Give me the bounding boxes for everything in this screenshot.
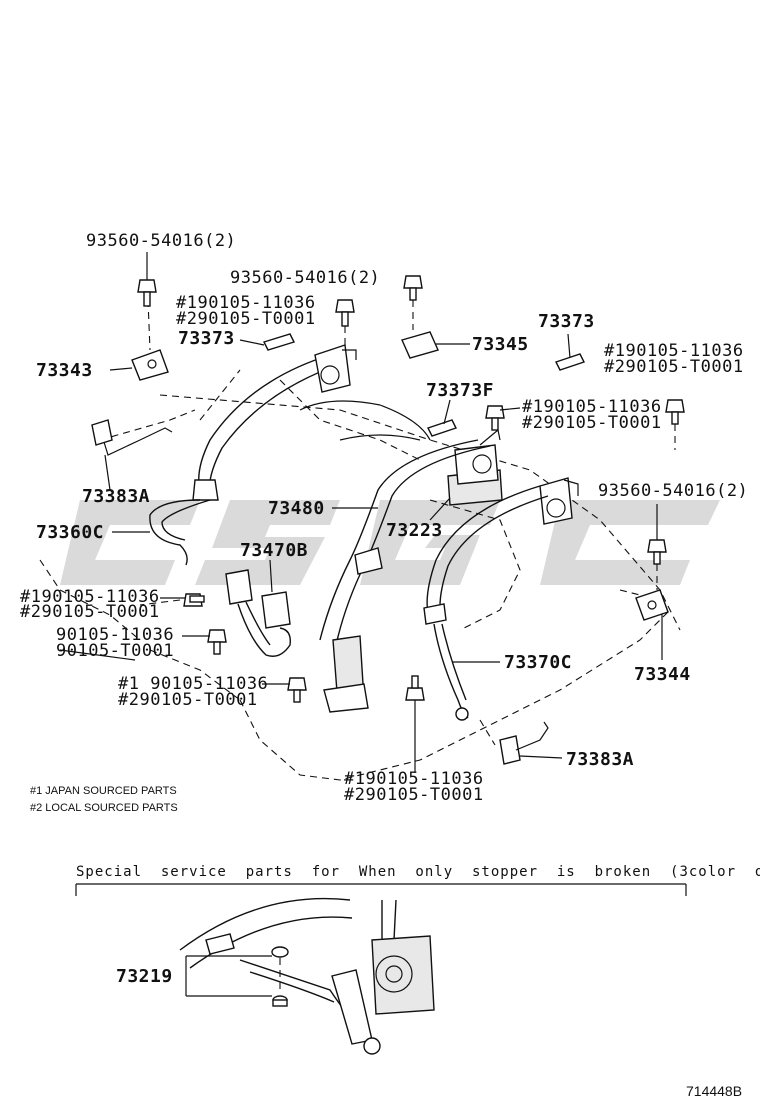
- label-73373-b: 73373: [538, 311, 595, 332]
- label-73360C: 73360C: [36, 522, 104, 543]
- label-bolt1-line1: #190105-11036: [176, 293, 316, 313]
- label-93560-c: 93560-54016(2): [598, 481, 748, 501]
- bolt-icon: [665, 399, 685, 450]
- stopper-button-icon: [271, 946, 289, 1007]
- label-bolt4-line2: #290105-T0001: [20, 602, 160, 622]
- seat-belt-left: [149, 344, 357, 566]
- label-73223: 73223: [386, 520, 443, 541]
- label-bolt6-line1: #1 90105-11036: [118, 674, 268, 694]
- label-73345: 73345: [472, 334, 529, 355]
- label-73373F: 73373F: [426, 380, 494, 401]
- sensor-73383A-left: [91, 419, 173, 491]
- label-73344: 73344: [634, 664, 691, 685]
- plate-73373F: [427, 399, 457, 437]
- leader-lines: [59, 407, 521, 685]
- label-bolt1-line2: #290105-T0001: [176, 309, 316, 329]
- label-bolt7-line2: #290105-T0001: [344, 785, 484, 805]
- bolt-icon: [137, 252, 157, 307]
- bolt-icon: [485, 405, 505, 431]
- plate-73345: [401, 331, 470, 359]
- label-bolt3-line1: #190105-11036: [522, 397, 662, 417]
- label-73383A-a: 73383A: [82, 486, 150, 507]
- bolt-icon: [183, 593, 205, 607]
- label-bolt5-line2: 90105-T0001: [56, 641, 174, 661]
- sensor-73383A-right: [479, 719, 563, 765]
- anchor-plate-73343: [109, 299, 169, 381]
- bolt-icon: [403, 275, 423, 330]
- label-73343: 73343: [36, 360, 93, 381]
- seat-belt-right: [423, 477, 579, 721]
- note-local-sourced: #2 LOCAL SOURCED PARTS: [30, 802, 178, 814]
- special-service-note: Special service parts for When only stop…: [76, 864, 760, 880]
- label-bolt6-line2: #290105-T0001: [118, 690, 258, 710]
- label-93560-a: 93560-54016(2): [86, 231, 236, 251]
- label-bolt4-line1: #190105-11036: [20, 587, 160, 607]
- note-japan-sourced: #1 JAPAN SOURCED PARTS: [30, 785, 177, 797]
- label-73480: 73480: [268, 498, 325, 519]
- bolt-icon: [287, 677, 307, 703]
- seat-belt-center: [319, 439, 491, 713]
- stopper-detail: [179, 897, 435, 1055]
- label-73219-bracket: [185, 955, 272, 997]
- buckle-73470B: [225, 559, 291, 657]
- bolt-icon: [335, 299, 355, 350]
- watermark-logo: [60, 500, 720, 585]
- anchor-plate-73344: [635, 589, 669, 660]
- bolt-icon: [207, 629, 227, 655]
- label-bolt2-line2: #290105-T0001: [604, 357, 744, 377]
- label-bolt5-line1: 90105-11036: [56, 625, 174, 645]
- plate-73373-left: [239, 333, 295, 351]
- special-service-bracket: [75, 883, 687, 896]
- label-73373-a: 73373: [178, 328, 235, 349]
- label-73383A-b: 73383A: [566, 749, 634, 770]
- diagram-id: 714448B: [686, 1083, 742, 1099]
- label-bolt7-line1: #190105-11036: [344, 769, 484, 789]
- plate-73373-right: [555, 333, 585, 371]
- label-73470B: 73470B: [240, 540, 308, 561]
- label-93560-b: 93560-54016(2): [230, 268, 380, 288]
- bolt-icon: [647, 504, 667, 590]
- bolt-icon: [405, 675, 425, 772]
- label-bolt3-line2: #290105-T0001: [522, 413, 662, 433]
- label-bolt2-line1: #190105-11036: [604, 341, 744, 361]
- label-73219: 73219: [116, 966, 173, 987]
- label-73370C: 73370C: [504, 652, 572, 673]
